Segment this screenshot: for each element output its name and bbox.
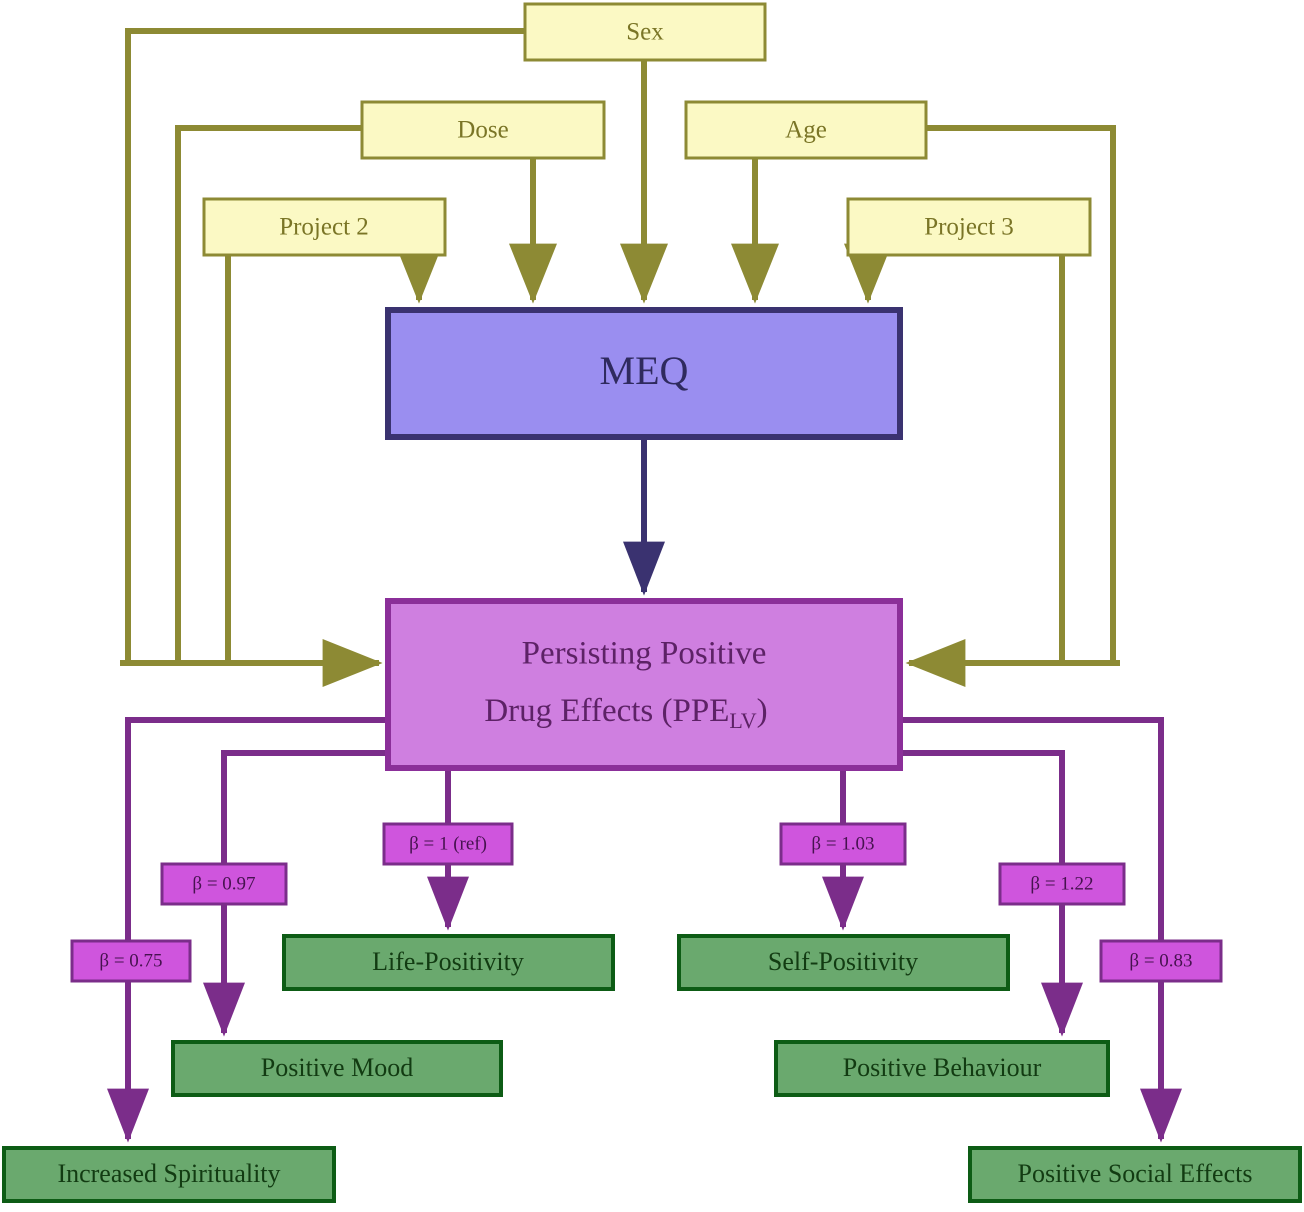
outcome-nodes: Life-Positivity Self-Positivity Positive… xyxy=(2,934,1302,1203)
beta-label-self-text: β = 1.03 xyxy=(811,833,874,854)
beta-labels: β = 0.75 β = 0.97 β = 1 (ref) β = 1.03 β… xyxy=(70,822,1223,983)
covariate-nodes: Sex Dose Age Project 2 Project 3 xyxy=(202,2,1092,257)
edge-ppe-positive-mood xyxy=(203,750,388,1037)
node-sex-label: Sex xyxy=(626,19,664,46)
node-positive-social-label: Positive Social Effects xyxy=(1018,1159,1253,1188)
node-ppe-label-close: ) xyxy=(757,693,768,729)
node-positive-behaviour[interactable]: Positive Behaviour xyxy=(774,1040,1110,1097)
edge-dose-ppe xyxy=(175,125,362,663)
beta-label-life-text: β = 1 (ref) xyxy=(409,833,487,854)
edge-ppe-positive-social xyxy=(900,717,1182,1143)
node-sex[interactable]: Sex xyxy=(523,2,767,62)
node-dose-label: Dose xyxy=(457,117,508,144)
node-project2[interactable]: Project 2 xyxy=(202,197,447,257)
node-meq[interactable]: MEQ xyxy=(385,307,903,440)
edge-project2-ppe xyxy=(204,223,231,663)
beta-label-social[interactable]: β = 0.83 xyxy=(1099,939,1223,983)
node-positive-behaviour-label: Positive Behaviour xyxy=(843,1053,1042,1082)
edges-covariates-to-meq xyxy=(395,60,892,304)
edges-covariates-to-ppe-left xyxy=(120,28,525,687)
node-ppe-label-line2: Drug Effects (PPELV) xyxy=(484,693,767,733)
edge-project3-ppe xyxy=(1059,223,1090,663)
edge-age-ppe xyxy=(926,125,1116,663)
node-ppe-label-subscript: LV xyxy=(729,708,756,733)
node-life-positivity-label: Life-Positivity xyxy=(372,947,524,976)
node-positive-social[interactable]: Positive Social Effects xyxy=(968,1146,1302,1203)
edge-ppe-increased-spirituality xyxy=(107,717,388,1143)
node-age[interactable]: Age xyxy=(684,100,928,160)
node-ppe[interactable]: Persisting Positive Drug Effects (PPELV) xyxy=(385,598,903,771)
beta-label-spirituality[interactable]: β = 0.75 xyxy=(70,939,192,983)
node-self-positivity-label: Self-Positivity xyxy=(768,947,918,976)
beta-label-mood-text: β = 0.97 xyxy=(192,873,255,894)
beta-label-self[interactable]: β = 1.03 xyxy=(779,822,907,866)
node-positive-mood[interactable]: Positive Mood xyxy=(171,1040,503,1097)
node-project2-label: Project 2 xyxy=(279,214,369,241)
node-ppe-label-line2-main: Drug Effects (PPE xyxy=(484,693,729,729)
node-project3-label: Project 3 xyxy=(924,214,1014,241)
beta-label-life[interactable]: β = 1 (ref) xyxy=(382,822,514,866)
node-increased-spirituality[interactable]: Increased Spirituality xyxy=(2,1146,336,1203)
node-project3[interactable]: Project 3 xyxy=(846,197,1092,257)
node-self-positivity[interactable]: Self-Positivity xyxy=(677,934,1010,991)
node-dose[interactable]: Dose xyxy=(360,100,606,160)
node-positive-mood-label: Positive Mood xyxy=(261,1053,413,1082)
edge-sex-ppe xyxy=(125,28,525,663)
node-increased-spirituality-label: Increased Spirituality xyxy=(57,1159,280,1188)
edge-ppe-positive-behaviour xyxy=(900,750,1083,1037)
node-age-label: Age xyxy=(785,117,827,144)
beta-label-behaviour-text: β = 1.22 xyxy=(1030,873,1093,894)
beta-label-spirituality-text: β = 0.75 xyxy=(99,950,162,971)
beta-label-behaviour[interactable]: β = 1.22 xyxy=(998,862,1126,906)
node-meq-label: MEQ xyxy=(600,348,689,393)
node-life-positivity[interactable]: Life-Positivity xyxy=(282,934,615,991)
beta-label-mood[interactable]: β = 0.97 xyxy=(160,862,288,906)
beta-label-social-text: β = 0.83 xyxy=(1129,950,1192,971)
node-ppe-label-line1: Persisting Positive xyxy=(522,636,767,672)
